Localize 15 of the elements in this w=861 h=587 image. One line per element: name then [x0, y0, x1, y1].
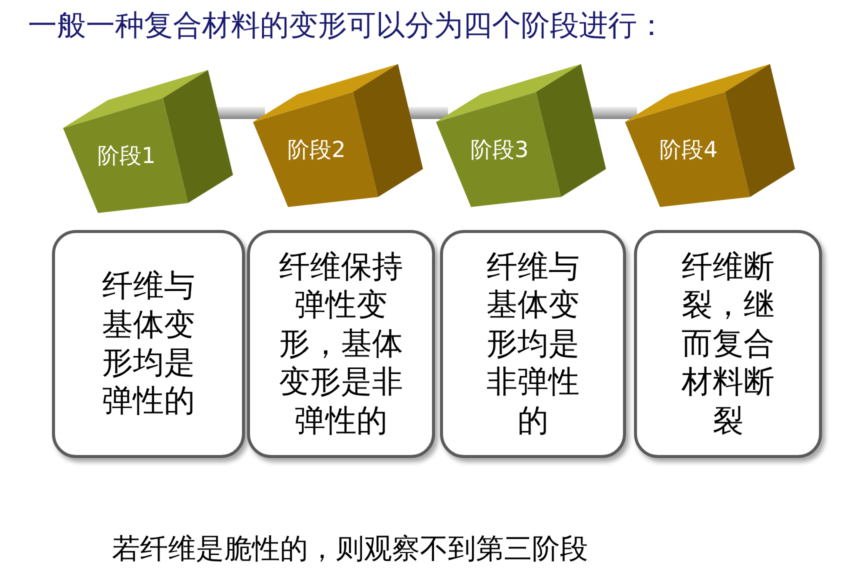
box-text: 纤维断裂，继而复合材料断裂: [680, 248, 776, 440]
rounded-box: [440, 230, 626, 458]
connecting-rod: [215, 107, 265, 119]
stage-label: 阶段3: [470, 137, 529, 166]
rounded-box: [247, 230, 435, 458]
box-text: 纤维与基体变形均是非弹性的: [486, 248, 580, 440]
title: 一般一种复合材料的变形可以分为四个阶段进行：: [28, 7, 666, 44]
stage-label: 阶段2: [288, 137, 346, 166]
box-text: 纤维保持弹性变形，基体变形是非弹性的: [278, 248, 404, 440]
box-text: 纤维与基体变形均是弹性的: [101, 267, 196, 421]
stage-label: 阶段4: [660, 137, 718, 166]
caption: 若纤维是脆性的，则观察不到第三阶段: [112, 531, 588, 567]
stage-label: 阶段1: [98, 143, 156, 172]
rounded-box: [634, 230, 822, 458]
rounded-box: [52, 230, 245, 458]
